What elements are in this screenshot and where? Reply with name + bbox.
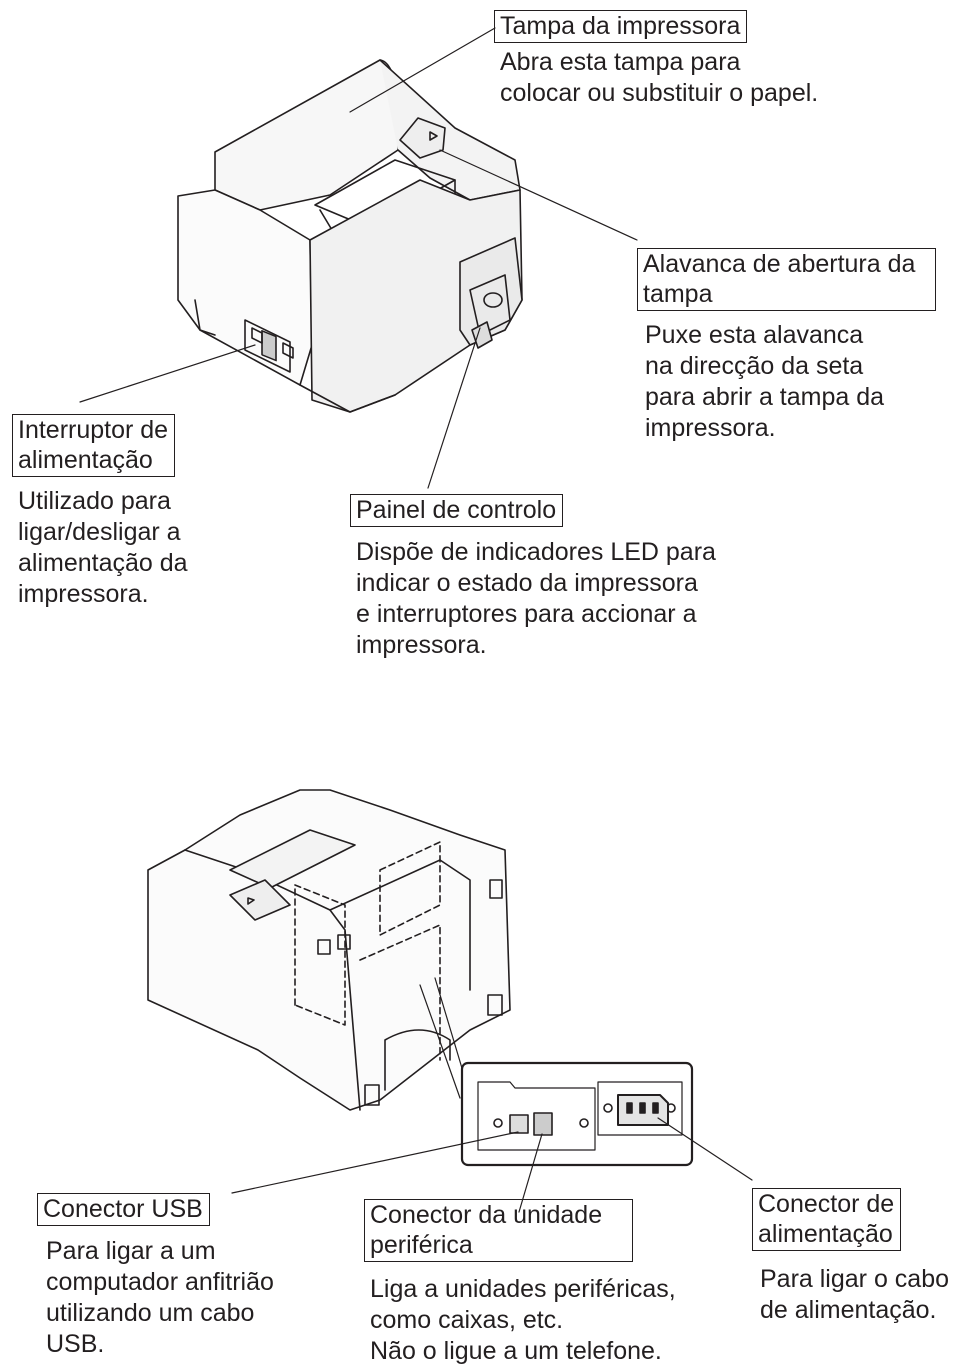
modular-port-shape bbox=[533, 1112, 553, 1136]
alimentacao-description: Para ligar o cabo de alimentação. bbox=[760, 1265, 950, 1324]
alavanca-label: Alavanca de abertura da tampa bbox=[637, 248, 936, 311]
tampa-description: Abra esta tampa para colocar ou substitu… bbox=[500, 48, 819, 107]
callout-periferica-label: Conector da unidade periférica bbox=[364, 1199, 633, 1262]
periferica-label: Conector da unidade periférica bbox=[364, 1199, 633, 1262]
leader-alavanca bbox=[439, 149, 638, 241]
usb-description: Para ligar a um computador anfitrião uti… bbox=[46, 1237, 274, 1358]
usb-port-shape bbox=[509, 1114, 529, 1134]
callout-tampa-label: Tampa da impressora bbox=[494, 10, 748, 43]
painel-description: Dispõe de indicadores LED para indicar o… bbox=[356, 538, 716, 659]
alimentacao-label: Conector de alimentação bbox=[752, 1188, 902, 1251]
leader-tampa bbox=[349, 27, 496, 113]
callout-alavanca-label: Alavanca de abertura da tampa bbox=[637, 248, 936, 311]
front-leader-lines bbox=[79, 27, 638, 489]
callout-painel-label: Painel de controlo bbox=[350, 494, 564, 527]
rear-detail-zoom bbox=[419, 977, 694, 1167]
leader-usb bbox=[231, 1131, 519, 1194]
painel-label: Painel de controlo bbox=[350, 494, 564, 527]
interruptor-label: Interruptor de alimentação bbox=[12, 414, 176, 477]
printer-rear-illustration bbox=[147, 789, 511, 1111]
callout-alimentacao-label: Conector de alimentação bbox=[752, 1188, 902, 1251]
callout-interruptor-label: Interruptor de alimentação bbox=[12, 414, 176, 477]
leader-alimentacao bbox=[657, 1117, 753, 1181]
callout-usb-label: Conector USB bbox=[37, 1193, 210, 1226]
usb-label: Conector USB bbox=[37, 1193, 210, 1226]
interruptor-description: Utilizado para ligar/desligar a alimenta… bbox=[18, 487, 188, 608]
leader-interruptor bbox=[79, 344, 256, 403]
alavanca-description: Puxe esta alavanca na direcção da seta p… bbox=[645, 321, 885, 442]
leader-painel bbox=[427, 327, 481, 489]
periferica-description: Liga a unidades periféricas, como caixas… bbox=[370, 1275, 676, 1365]
printer-front-illustration bbox=[177, 59, 523, 413]
tampa-label: Tampa da impressora bbox=[494, 10, 748, 43]
